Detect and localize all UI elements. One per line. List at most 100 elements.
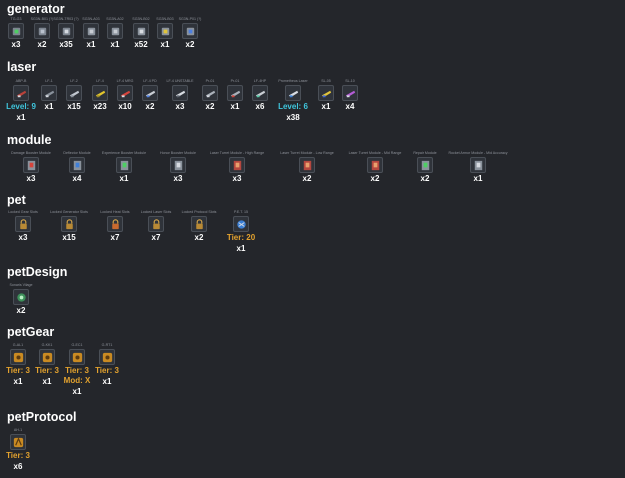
item-pet[interactable]: Locked Gear Slots x3 xyxy=(6,210,40,243)
item-name: LF-4HP xyxy=(253,79,267,83)
pet-protocol-icon xyxy=(10,434,26,450)
item-generator[interactable]: SG3N-A03 x1 xyxy=(74,17,108,50)
item-name: Locked Gear Slots xyxy=(8,210,38,214)
item-name: G-RT1 xyxy=(101,343,113,347)
item-count: x3 xyxy=(175,102,185,111)
item-laser[interactable]: LF-2 x15 xyxy=(57,79,91,112)
item-count: x1 xyxy=(230,102,240,111)
item-laser[interactable]: SL-10 x4 xyxy=(333,79,367,112)
item-name: P.E.T. 15 xyxy=(233,210,249,214)
pet-design-icon xyxy=(13,289,29,305)
item-count: x1 xyxy=(473,174,483,183)
item-name: Laser Turret Module - High Range xyxy=(209,151,265,155)
item-pet-gear[interactable]: G-EC1 Tier: 3 Mod: X x1 xyxy=(60,343,94,397)
item-laser[interactable]: Prometheus Laser Level: 6 x38 xyxy=(276,79,310,123)
item-name: LF-4 PD xyxy=(143,79,157,83)
item-name: G-KK1 xyxy=(41,343,53,347)
item-count: x2 xyxy=(37,40,47,49)
item-pet-design[interactable]: Sonaris Vilage x2 xyxy=(4,283,38,316)
item-pet[interactable]: Locked Laser Slots x7 xyxy=(139,210,173,243)
item-count: x4 xyxy=(345,102,355,111)
laser-icon xyxy=(142,85,158,101)
item-laser[interactable]: LF-4 MRG x10 xyxy=(108,79,142,112)
item-name: SG3N-TR03 (?) xyxy=(53,17,79,21)
item-module[interactable]: Laser Turret Module - Mid Range x2 xyxy=(349,151,402,184)
item-laser[interactable]: Pr-01 x1 xyxy=(218,79,252,112)
item-module[interactable]: Rocket Armor Module - Mid Accuracy x1 xyxy=(448,151,507,184)
pet-gear-icon xyxy=(10,349,26,365)
item-count: x3 xyxy=(18,233,28,242)
item-generator[interactable]: TG-G3 x3 xyxy=(0,17,33,50)
item-tier: Tier: 3 xyxy=(35,366,59,375)
module-icon xyxy=(170,157,186,173)
item-count: x1 xyxy=(72,387,82,396)
item-module[interactable]: Honor Booster Module x3 xyxy=(160,151,196,184)
item-module[interactable]: Repair Module x2 xyxy=(408,151,442,184)
item-count: x1 xyxy=(110,40,120,49)
section-title-pet: pet xyxy=(7,193,26,207)
item-laser[interactable]: Pr-01 x2 xyxy=(193,79,227,112)
item-laser[interactable]: ABP-B Level: 9 x1 xyxy=(4,79,38,123)
item-count: x1 xyxy=(119,174,129,183)
module-icon xyxy=(69,157,85,173)
item-generator[interactable]: SG3N-P01 (?) x2 xyxy=(173,17,207,50)
item-pet-protocol[interactable]: AH-1 Tier: 3 x6 xyxy=(1,428,35,472)
item-count: x15 xyxy=(67,102,81,111)
item-laser[interactable]: LF-4HP x6 xyxy=(243,79,277,112)
item-count: x3 xyxy=(173,174,183,183)
laser-icon xyxy=(66,85,82,101)
item-count: x6 xyxy=(255,102,265,111)
item-module[interactable]: Laser Turret Module - Low Range x2 xyxy=(280,151,334,184)
item-pet[interactable]: Locked Protocol Slots x2 xyxy=(182,210,217,243)
item-generator[interactable]: SG3N-B01 (?) x2 xyxy=(25,17,59,50)
item-count: x4 xyxy=(72,174,82,183)
item-module[interactable]: Laser Turret Module - High Range x3 xyxy=(210,151,264,184)
item-count: x6 xyxy=(13,462,23,471)
item-name: TG-G3 xyxy=(10,17,22,21)
item-count: x2 xyxy=(145,102,155,111)
item-pet-gear[interactable]: G-RT1 Tier: 3 x1 xyxy=(90,343,124,387)
item-tier: Tier: 3 xyxy=(6,451,30,460)
item-name: LF-4 MRG xyxy=(116,79,134,83)
item-laser[interactable]: LF-4 PD x2 xyxy=(133,79,167,112)
item-level: Level: 9 xyxy=(6,102,36,111)
item-laser[interactable]: LF-1 x1 xyxy=(32,79,66,112)
generator-icon xyxy=(34,23,50,39)
item-generator[interactable]: SG3N-B03 x1 xyxy=(148,17,182,50)
item-generator[interactable]: SG3N-A02 x1 xyxy=(98,17,132,50)
item-name: ABP-B xyxy=(15,79,27,83)
item-module[interactable]: Deflector Module x4 xyxy=(60,151,94,184)
item-pet[interactable]: Locked Heat Slots x7 xyxy=(98,210,132,243)
generator-icon xyxy=(133,23,149,39)
item-pet-gear[interactable]: G-KK1 Tier: 3 x1 xyxy=(30,343,64,387)
item-generator[interactable]: SG3N-B02 x52 xyxy=(124,17,158,50)
item-laser[interactable]: LF-4 UNSTABLE x3 xyxy=(163,79,197,112)
item-count: x10 xyxy=(118,102,132,111)
item-laser[interactable]: SL-05 x1 xyxy=(309,79,343,112)
item-name: SG3N-P01 (?) xyxy=(178,17,202,21)
laser-icon xyxy=(13,85,29,101)
item-name: SG3N-A03 xyxy=(82,17,100,21)
item-name: SG3N-B03 xyxy=(156,17,174,21)
item-count: x1 xyxy=(13,377,23,386)
item-pet[interactable]: Locked Generator Slots x15 xyxy=(50,210,88,243)
item-count: x1 xyxy=(86,40,96,49)
item-name: Locked Laser Slots xyxy=(140,210,172,214)
item-module[interactable]: Experience Booster Module x1 xyxy=(102,151,146,184)
generator-icon xyxy=(182,23,198,39)
item-count: x15 xyxy=(62,233,76,242)
item-laser[interactable]: LF-4 x23 xyxy=(83,79,117,112)
module-icon xyxy=(417,157,433,173)
laser-icon xyxy=(92,85,108,101)
item-pet[interactable]: P.E.T. 15 Tier: 20 x1 xyxy=(224,210,258,254)
item-name: LF-2 xyxy=(70,79,78,83)
item-tier: Tier: 20 xyxy=(226,233,256,242)
lock-icon xyxy=(61,216,77,232)
item-generator[interactable]: SG3N-TR03 (?) x35 xyxy=(49,17,83,50)
laser-icon xyxy=(202,85,218,101)
item-module[interactable]: Damage Booster Module x3 xyxy=(11,151,51,184)
item-count: x2 xyxy=(185,40,195,49)
item-pet-gear[interactable]: G-AL1 Tier: 3 x1 xyxy=(1,343,35,387)
item-name: SL-10 xyxy=(345,79,355,83)
item-name: SG3N-A02 xyxy=(106,17,124,21)
